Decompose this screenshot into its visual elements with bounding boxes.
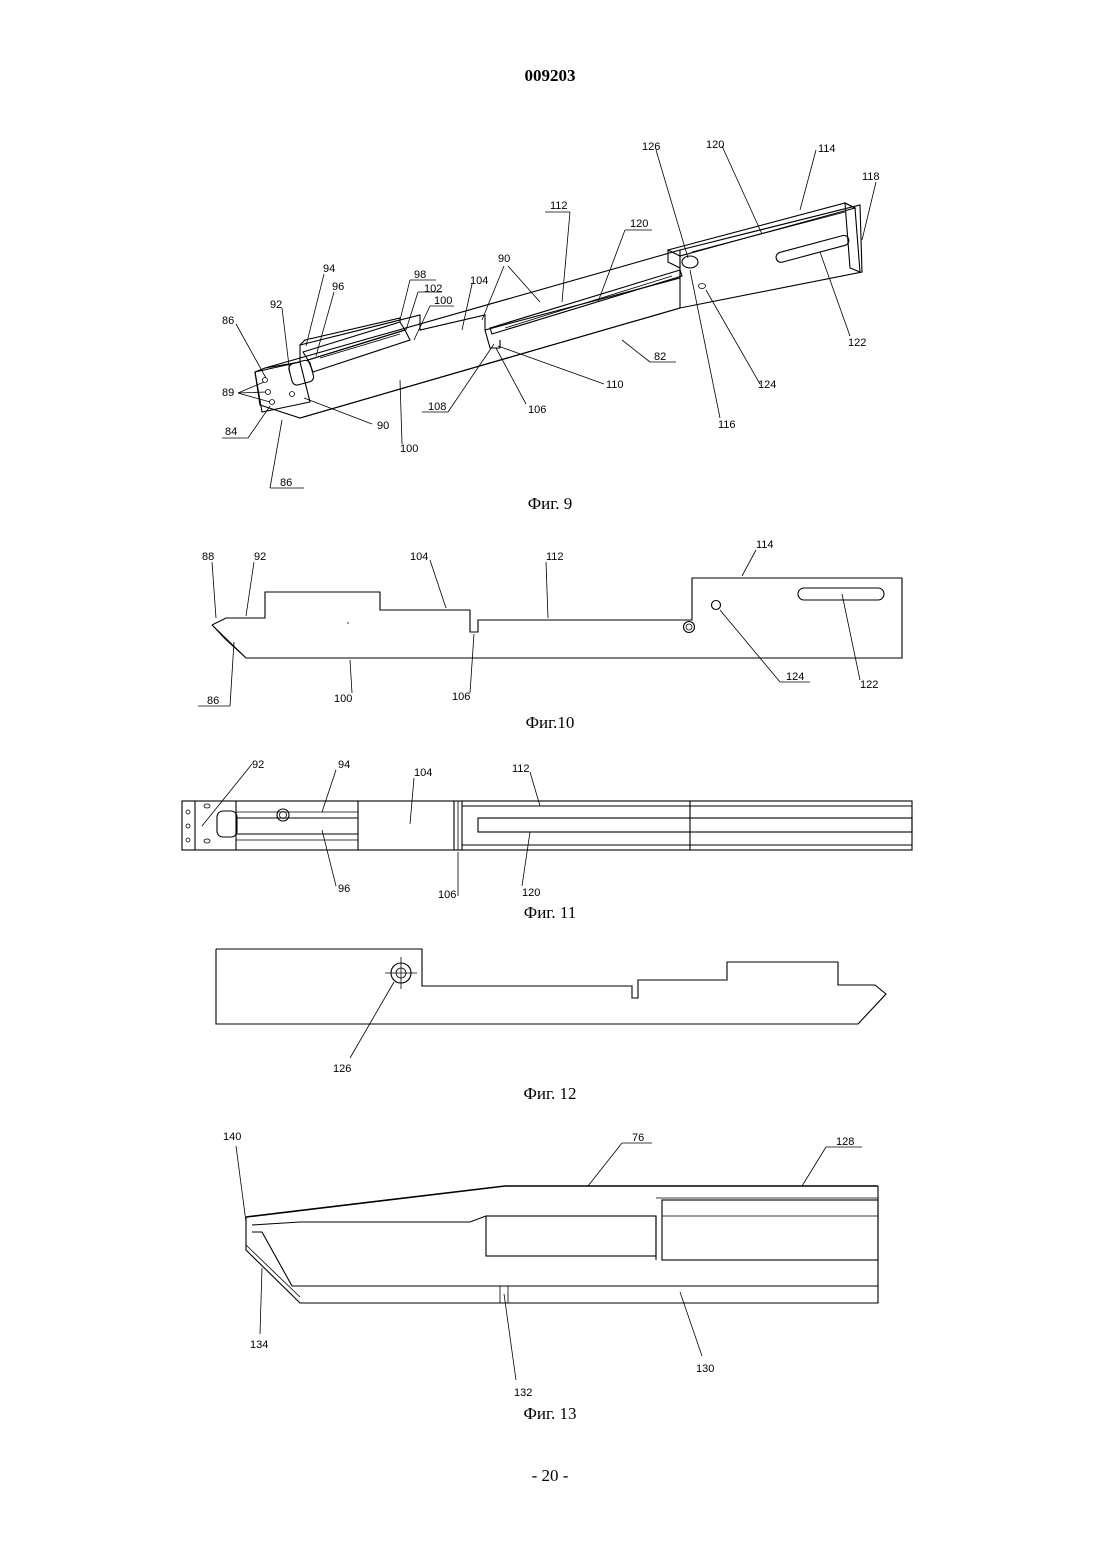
svg-text:140: 140 <box>223 1131 241 1143</box>
fig13-labels: 140 76 128 134 130 132 <box>223 1131 862 1399</box>
svg-text:130: 130 <box>696 1363 714 1375</box>
svg-text:134: 134 <box>250 1339 268 1351</box>
svg-text:128: 128 <box>836 1136 854 1148</box>
svg-text:76: 76 <box>632 1132 644 1144</box>
figure-13-caption: Фиг. 13 <box>0 1404 1100 1424</box>
figure-13-drawing: 140 76 128 134 130 132 <box>0 0 1100 1410</box>
svg-text:132: 132 <box>514 1387 532 1399</box>
page-footer: - 20 - <box>0 1466 1100 1486</box>
